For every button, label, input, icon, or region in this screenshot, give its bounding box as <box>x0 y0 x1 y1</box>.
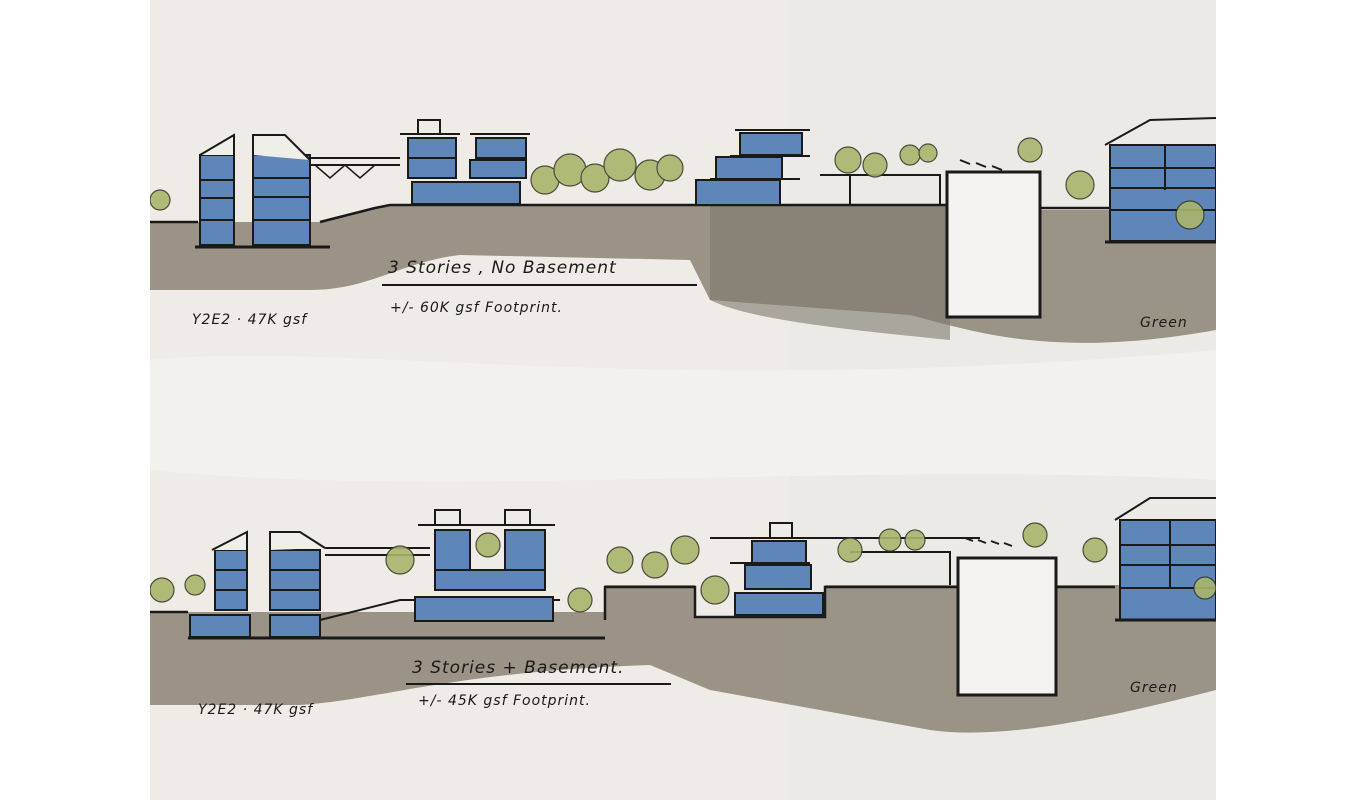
section-2-footprint: +/- 45K gsf Footprint. <box>418 693 591 709</box>
section-2-trees <box>150 522 1216 613</box>
site-section-drawing <box>150 0 1216 800</box>
section-1-ground <box>150 170 1216 343</box>
section-1-hatch <box>959 159 1003 171</box>
section-2-hatch <box>964 537 1013 547</box>
sketch-sheet: 3 Stories , No Basement +/- 60K gsf Foot… <box>150 0 1216 800</box>
section-1-right-note: Green <box>1140 315 1188 331</box>
section-1-title: 3 Stories , No Basement <box>388 258 617 278</box>
section-1-buildings <box>195 117 1216 249</box>
section-2-title: 3 Stories + Basement. <box>412 658 625 678</box>
section-1-left-note: Y2E2 · 47K gsf <box>192 312 308 328</box>
section-2-left-note: Y2E2 · 47K gsf <box>198 702 314 718</box>
section-1-title-underline <box>382 284 697 286</box>
section-2-buildings <box>188 497 1216 640</box>
section-1-footprint: +/- 60K gsf Footprint. <box>390 300 563 316</box>
section-1-trees <box>150 137 1205 230</box>
section-2-title-underline <box>406 683 671 685</box>
section-2-right-note: Green <box>1130 680 1178 696</box>
